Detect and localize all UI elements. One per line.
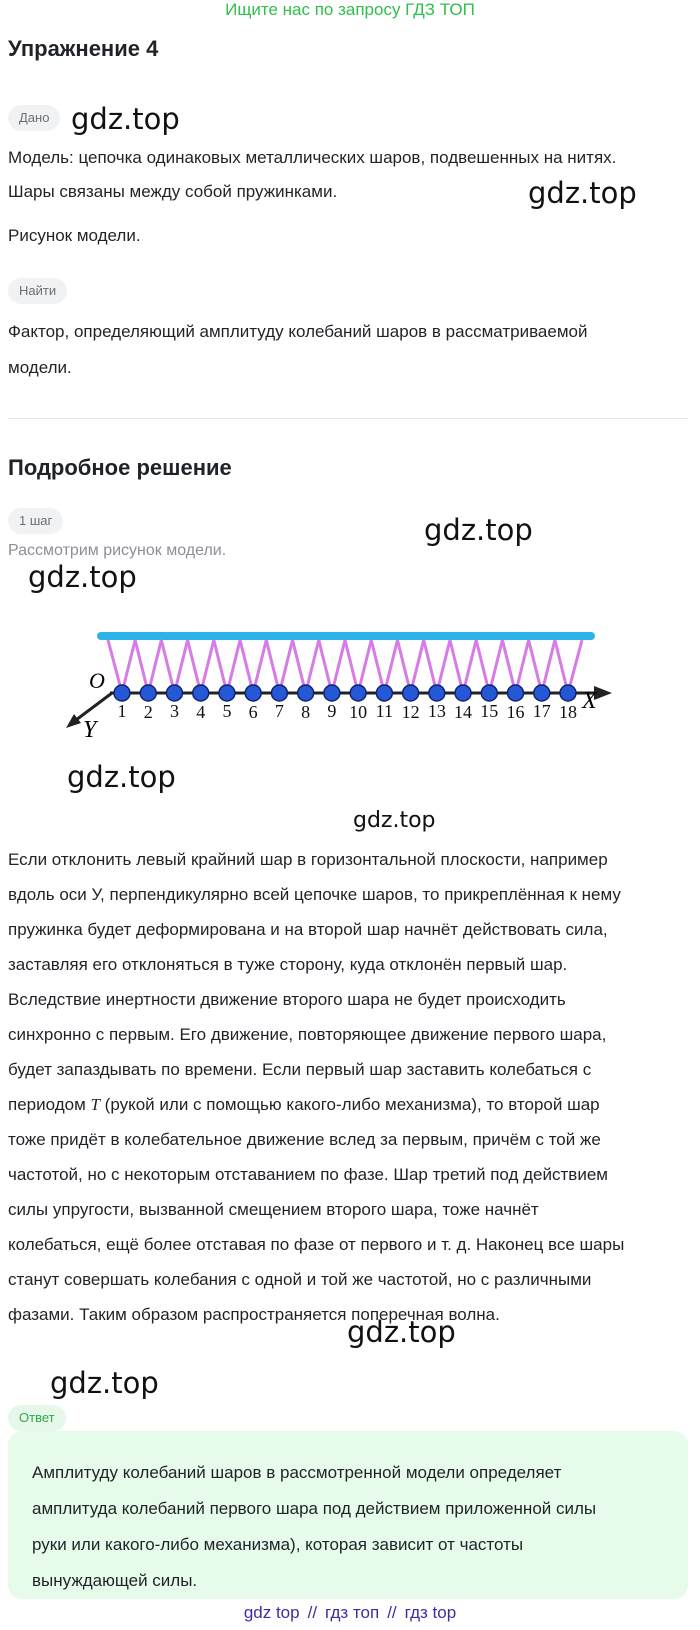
ball-number: 13 <box>428 701 446 721</box>
ball <box>533 684 551 702</box>
answer-line: амплитуда колебаний первого шара под дей… <box>32 1499 597 1518</box>
ball-number: 11 <box>376 701 393 721</box>
ball-number: 16 <box>507 702 525 722</box>
ball-number: 12 <box>402 702 420 722</box>
x-axis-label: X <box>581 688 598 714</box>
ball <box>349 684 367 702</box>
ball <box>270 684 289 702</box>
footer-separator: // <box>307 1603 318 1622</box>
ball <box>559 684 577 702</box>
step-intro: Рассмотрим рисунок модели. <box>8 542 227 559</box>
ball-number: 1 <box>118 701 127 721</box>
explanation-line: Вследствие инертности движение второго ш… <box>8 990 566 1009</box>
explanation-line: будет запаздывать по времени. Если первы… <box>8 1060 592 1079</box>
answer-text: Амплитуду колебаний шаров в рассмотренно… <box>32 1455 672 1599</box>
footer-links: gdz top // гдз топ // гдз top <box>0 1603 700 1623</box>
explanation-line: пружинка будет деформирована и на второй… <box>8 920 608 939</box>
find-text: Фактор, определяющий амплитуду колебаний… <box>8 322 588 377</box>
ball-number: 10 <box>349 702 367 722</box>
watermark: gdz.top <box>28 560 137 594</box>
footer-separator: // <box>387 1603 397 1622</box>
footer-link[interactable]: гдз top <box>404 1603 457 1622</box>
watermark: gdz.top <box>67 760 176 794</box>
search-banner[interactable]: Ищите нас по запросу ГДЗ ТОП <box>225 0 475 19</box>
given-line-1: Модель: цепочка одинаковых металлических… <box>8 148 617 167</box>
answer-line: Амплитуду колебаний шаров в рассмотренно… <box>32 1463 562 1482</box>
watermark: gdz.top <box>50 1366 159 1400</box>
footer-link[interactable]: gdz top <box>243 1603 300 1622</box>
watermark: gdz.top <box>71 102 180 136</box>
page-title: Упражнение 4 <box>8 36 159 61</box>
given-tag: Дано <box>8 105 61 131</box>
given-line-2: Шары связаны между собой пружинками. <box>8 182 338 201</box>
origin-label: O <box>89 668 105 693</box>
ball <box>323 684 341 702</box>
balls <box>113 684 577 702</box>
y-axis-label: Y <box>83 717 99 743</box>
ball-number: 9 <box>327 701 336 721</box>
explanation-line: вдоль оси У, перпендикулярно всей цепочк… <box>8 885 621 904</box>
ball <box>139 684 157 702</box>
ball-number: 15 <box>480 701 498 721</box>
suspension-bar <box>97 632 595 640</box>
ball-number: 5 <box>222 701 231 721</box>
ball <box>165 684 184 702</box>
watermark: gdz.top <box>353 808 436 833</box>
ball <box>454 684 472 702</box>
ball <box>296 684 315 702</box>
explanation-line: фазами. Таким образом распространяется п… <box>8 1305 500 1324</box>
ball <box>375 684 394 702</box>
step-tag: 1 шаг <box>8 508 64 534</box>
watermark: gdz.top <box>528 176 637 210</box>
answer-line: руки или какого-либо механизма), которая… <box>32 1535 524 1554</box>
ball <box>244 684 262 702</box>
section-divider <box>8 418 688 419</box>
ball-number: 14 <box>454 702 472 722</box>
ball-number: 8 <box>301 702 310 722</box>
ball <box>506 684 525 702</box>
explanation-line: частотой, но с некоторым отставанием по … <box>8 1165 608 1184</box>
ball-number: 2 <box>144 702 153 722</box>
ball-number: 18 <box>559 702 577 722</box>
explanation-line: синхронно с первым. Его движение, повтор… <box>8 1025 607 1044</box>
springs <box>106 639 584 694</box>
x-axis-arrow <box>594 686 612 700</box>
ball-number: 7 <box>275 701 284 721</box>
answer-tag: Ответ <box>8 1405 66 1431</box>
answer-box <box>8 1431 688 1599</box>
explanation-line: тоже придёт в колебательное движение всл… <box>8 1130 601 1149</box>
ball <box>428 684 446 702</box>
y-axis-line <box>71 691 113 725</box>
ball-number: 4 <box>196 702 205 722</box>
ball <box>480 684 499 702</box>
explanation-line: периодом T (рукой или с помощью какого-л… <box>8 1095 600 1114</box>
explanation-line: заставляя его отклоняться в туже сторону… <box>8 955 568 974</box>
ball-number: 3 <box>170 701 179 721</box>
solution-title: Подробное решение <box>8 455 232 480</box>
y-axis-arrow <box>66 714 81 728</box>
watermark: gdz.top <box>347 1315 456 1349</box>
explanation-line: силы упругости, вызванной смещением втор… <box>8 1200 539 1219</box>
spring-zigzag <box>106 639 584 694</box>
explanation-line: колебаться, ещё более отставая по фазе о… <box>8 1235 625 1254</box>
ball <box>113 684 131 702</box>
ball <box>401 684 420 702</box>
ball-number: 17 <box>533 701 551 721</box>
given-line-3: Рисунок модели. <box>8 226 141 245</box>
ball <box>191 684 210 702</box>
ball-number: 6 <box>249 702 258 722</box>
explanation-line: Если отклонить левый крайний шар в гориз… <box>8 850 608 869</box>
watermark: gdz.top <box>424 513 533 547</box>
explanation-line: станут совершать колебания с одной и той… <box>8 1270 592 1289</box>
ball <box>218 684 236 702</box>
answer-line: вынуждающей силы. <box>32 1571 198 1590</box>
footer-link[interactable]: гдз топ <box>325 1603 380 1622</box>
find-tag: Найти <box>8 278 68 304</box>
